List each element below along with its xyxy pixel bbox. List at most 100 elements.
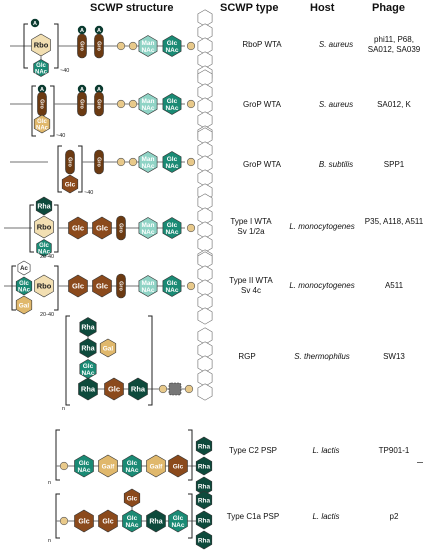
repeat-bracket — [55, 429, 60, 481]
sugar-label-glc: Glc — [127, 495, 138, 502]
repeat-count-label: n — [62, 406, 65, 412]
row2-host: S. aureus — [318, 100, 354, 109]
sugar-hexagon-galf — [98, 454, 118, 478]
sugar-hexagon-glc — [74, 509, 94, 533]
repeat-bracket — [78, 145, 83, 193]
repeat-bracket — [29, 204, 34, 253]
sugar-hexagon-rha — [146, 509, 166, 533]
sugar-hexagon-rha — [79, 338, 97, 358]
repeat-count-label: 20-40 — [40, 312, 54, 318]
repeat-count-label: n — [48, 480, 51, 486]
repeat-bracket — [54, 204, 59, 253]
repeat-bracket — [188, 493, 193, 539]
sugar-label-rbo: Rbo — [34, 41, 49, 50]
alanine-circle — [30, 18, 40, 28]
sugar-hexagon-glcnac — [33, 59, 49, 77]
sugar-hexagon-glc — [68, 216, 88, 240]
row3-type: GroP WTA — [243, 160, 281, 169]
sugar-label-glc: Glc — [102, 519, 113, 526]
repeat-bracket — [54, 265, 59, 311]
anchor-square — [168, 382, 182, 396]
row1-phage: phi11, P68, SA012, SA039 — [367, 35, 421, 54]
repeat-bracket — [65, 315, 70, 406]
repeat-bracket — [23, 23, 28, 69]
linker-bead — [59, 516, 69, 526]
sugar-label-rha: Rha — [198, 483, 211, 490]
glycerol-pill — [116, 273, 126, 299]
sugar-hexagon-rha — [195, 530, 213, 550]
sugar-hexagon-glcnac — [33, 114, 51, 134]
row6-host: S. thermophilus — [294, 352, 350, 361]
sugar-hexagon-glcnac — [162, 275, 182, 297]
sugar-hexagon-gal — [99, 338, 117, 358]
alanine-label: A — [97, 28, 101, 34]
sugar-hexagon-glcnac — [122, 509, 142, 533]
sugar-hexagon-glcnac — [162, 151, 182, 173]
glycerol-pill — [94, 33, 104, 59]
sugar-hexagon-glcnac — [162, 93, 182, 115]
row8-type: Type C1a PSP — [226, 512, 280, 521]
row7-phage: TP901-1 — [378, 446, 410, 455]
linker-bead — [186, 157, 196, 167]
repeat-count-label: ~40 — [56, 133, 65, 139]
sugar-hexagon-mannac — [138, 217, 158, 239]
alanine-label: A — [80, 28, 84, 34]
sugar-hexagon-rha — [79, 317, 97, 337]
sugar-hexagon-glcnac — [162, 35, 182, 57]
sugar-hexagon-glc — [98, 509, 118, 533]
repeat-count-label: 20-40 — [40, 254, 54, 260]
linker-bead — [116, 99, 126, 109]
sugar-label-rbo: Rbo — [37, 282, 52, 291]
repeat-bracket — [54, 23, 59, 69]
sugar-hexagon-rha — [195, 510, 213, 530]
sugar-hexagon-glc — [68, 274, 88, 298]
sugar-hexagon-mannac — [138, 93, 158, 115]
row1-host: S. aureus — [318, 40, 354, 49]
sugar-label-glc: Glc — [72, 282, 84, 291]
gro-label: Gro — [96, 99, 102, 109]
row4-host: L. monocytogenes — [289, 222, 355, 231]
row1-type: RboP WTA — [242, 40, 282, 49]
glycerol-pill — [116, 215, 126, 241]
gro-label: Gro — [79, 41, 85, 51]
sugar-label-rha: Rha — [198, 497, 211, 504]
sugar-label-rha: Rha — [81, 385, 96, 394]
linker-bead — [128, 157, 138, 167]
repeat-bracket — [148, 315, 153, 406]
sugar-label-rha: Rha — [149, 519, 162, 526]
row5-host: L. monocytogenes — [289, 281, 355, 290]
alanine-label: A — [97, 87, 101, 93]
sugar-hexagon-mannac — [138, 275, 158, 297]
header-structure: SCWP structure — [90, 2, 174, 14]
header-type: SCWP type — [220, 2, 279, 14]
row7-host: L. lactis — [312, 446, 340, 455]
sugar-label-glc: Glc — [96, 282, 108, 291]
sugar-hexagon-mannac — [138, 151, 158, 173]
row2-type: GroP WTA — [243, 100, 281, 109]
sugar-hexagon-rha — [35, 196, 53, 216]
sugar-label-glc: Glc — [78, 519, 89, 526]
sugar-hexagon-glc — [92, 274, 112, 298]
linker-bead — [186, 41, 196, 51]
sugar-hexagon-gal — [15, 295, 33, 315]
linker-bead — [116, 41, 126, 51]
glycerol-pill — [65, 149, 75, 175]
row4-phage: P35, A118, A511 — [364, 217, 424, 226]
sugar-hexagon-glc — [61, 174, 79, 194]
sugar-label-rha: Rha — [198, 463, 211, 470]
row8-phage: p2 — [389, 512, 399, 521]
row8-host: L. lactis — [312, 512, 340, 521]
